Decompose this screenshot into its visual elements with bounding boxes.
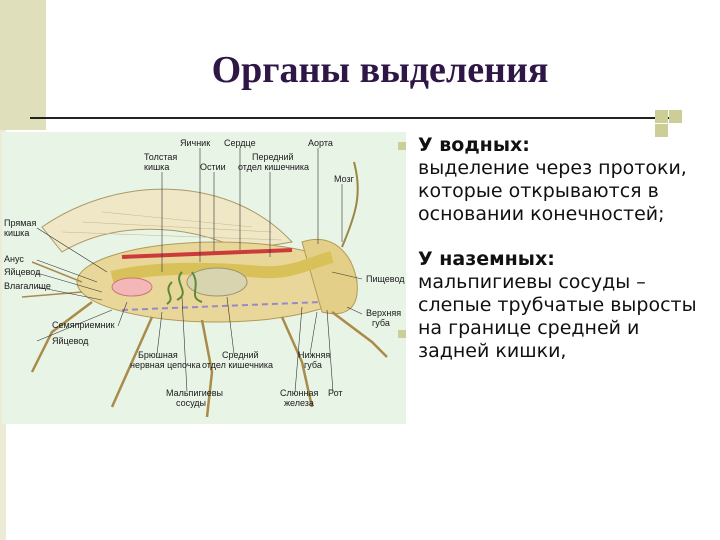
bullet-square-1 xyxy=(398,142,406,150)
decor-square-1 xyxy=(655,110,668,123)
terrestrial-body: мальпигиевы сосуды – слепые трубчатые вы… xyxy=(418,271,697,362)
label-hindgut-1: Толстая xyxy=(144,152,177,162)
label-salivary-1: Слюнная xyxy=(280,388,318,398)
cerci xyxy=(21,261,83,298)
title-divider xyxy=(30,117,682,119)
gut-tube xyxy=(110,251,334,283)
label-hindgut-2: кишка xyxy=(144,162,169,172)
antenna xyxy=(341,161,359,248)
description-text: У водных: выделение через протоки, котор… xyxy=(418,134,714,377)
label-ostia: Остии xyxy=(200,162,226,172)
terrestrial-heading: У наземных: xyxy=(418,248,555,270)
decor-square-3 xyxy=(655,124,668,137)
label-upper-lip-2: губа xyxy=(372,318,390,328)
label-ovary: Яичник xyxy=(180,138,210,148)
label-foregut-1: Передний xyxy=(252,152,294,162)
aquatic-body: выделение через протоки, которые открыва… xyxy=(418,157,687,225)
aquatic-paragraph: У водных: выделение через протоки, котор… xyxy=(418,134,714,226)
label-lower-lip-1: Нижняя xyxy=(298,350,330,360)
insect-anatomy-diagram: Яичник Сердце Аорта Толстая кишка Остии … xyxy=(2,132,406,424)
terrestrial-paragraph: У наземных: мальпигиевы сосуды – слепые … xyxy=(418,248,714,363)
label-nerve-cord-1: Брюшная xyxy=(138,350,178,360)
label-upper-lip-1: Верхняя xyxy=(366,308,401,318)
label-rectum-1: Прямая xyxy=(4,218,36,228)
label-salivary-2: железа xyxy=(284,398,314,408)
nerve-cord xyxy=(121,301,323,311)
label-lower-lip-2: губа xyxy=(304,360,322,370)
left-accent-bar xyxy=(0,0,46,130)
label-spermatheca: Семяприемник xyxy=(52,320,115,330)
label-heart: Сердце xyxy=(224,138,256,148)
slide-title: Органы выделения xyxy=(211,49,549,91)
wing-veins xyxy=(61,211,283,241)
label-esophagus: Пищевод xyxy=(366,274,405,284)
aquatic-heading: У водных: xyxy=(418,134,530,156)
decor-square-2 xyxy=(669,110,682,123)
wing-shape xyxy=(41,188,294,253)
label-midgut-2: отдел кишечника xyxy=(202,360,273,370)
label-aorta: Аорта xyxy=(308,138,333,148)
leader-lines xyxy=(36,148,363,393)
label-midgut-1: Средний xyxy=(222,350,259,360)
label-oviduct-bottom: Яйцевод xyxy=(52,336,89,346)
label-malpighian-1: Мальпигиевы xyxy=(166,388,223,398)
label-brain: Мозг xyxy=(334,174,355,184)
label-nerve-cord-2: нервная цепочка xyxy=(130,360,201,370)
ovary xyxy=(111,277,153,297)
insect-anatomy-svg: Яичник Сердце Аорта Толстая кишка Остии … xyxy=(4,138,405,418)
label-anus: Анус xyxy=(4,254,24,264)
malpighian-tubules xyxy=(166,271,203,305)
bullet-square-2 xyxy=(398,330,406,338)
heart-vessel xyxy=(121,248,293,259)
label-foregut-2: отдел кишечника xyxy=(238,162,309,172)
label-oviduct-top: Яйцевод xyxy=(4,267,41,277)
label-rectum-2: кишка xyxy=(4,228,29,238)
midgut xyxy=(186,267,248,297)
label-malpighian-2: сосуды xyxy=(176,398,206,408)
legs xyxy=(30,301,388,418)
label-mouth: Рот xyxy=(328,388,343,398)
label-vagina: Влагалище xyxy=(4,281,51,291)
